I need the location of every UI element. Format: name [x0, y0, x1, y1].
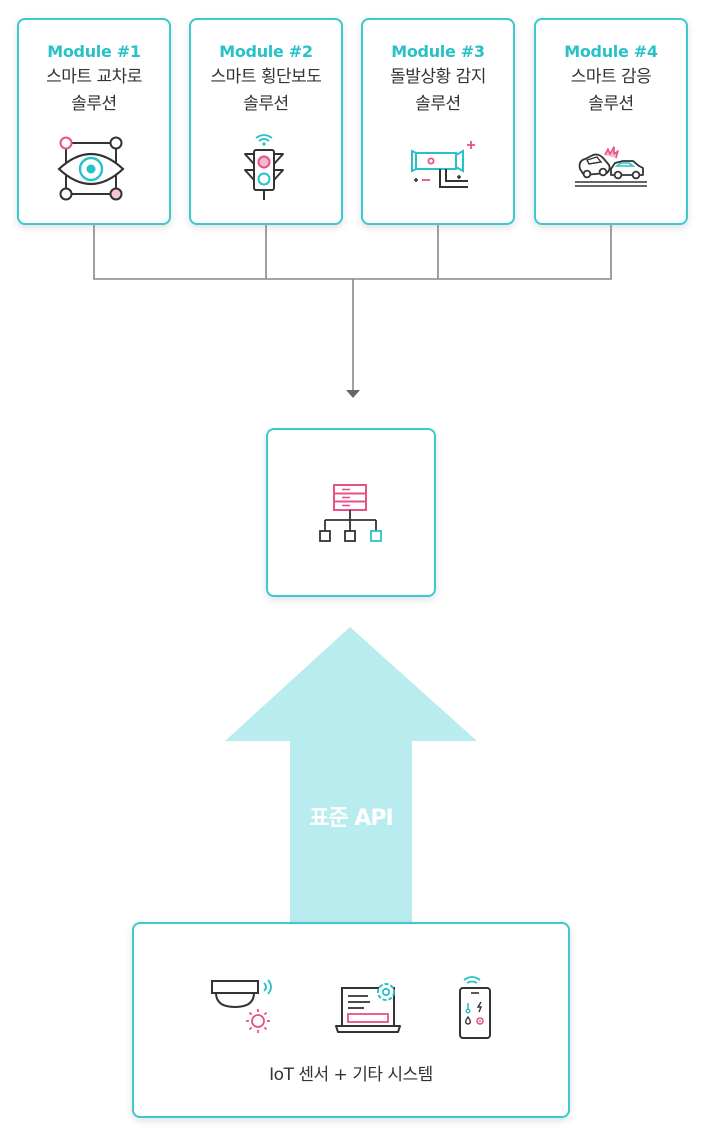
module-name: 스마트 횡단보도	[210, 67, 322, 87]
iot-systems-box: IoT 센서 + 기타 시스템	[132, 922, 570, 1118]
module-card-1: Module #1 스마트 교차로 솔루션	[17, 18, 171, 225]
module-title: Module #2	[219, 42, 313, 61]
traffic-light-icon	[191, 133, 341, 203]
module-title: Module #3	[391, 42, 485, 61]
module-name-suffix: 솔루션	[71, 94, 117, 114]
cctv-camera-icon	[363, 133, 513, 203]
module-name: 돌발상황 감지	[390, 67, 486, 87]
module-name-suffix: 솔루션	[415, 94, 461, 114]
car-crash-icon	[536, 133, 686, 203]
api-label: 표준 API	[309, 806, 393, 831]
smartphone-sensor-icon	[446, 970, 496, 1046]
module-name-suffix: 솔루션	[588, 94, 634, 114]
laptop-settings-icon	[334, 976, 406, 1042]
module-name: 스마트 교차로	[46, 67, 142, 87]
connector-lines	[93, 225, 612, 398]
integration-hub	[266, 428, 436, 597]
iot-label: IoT 센서 + 기타 시스템	[269, 1065, 433, 1085]
arrow-head-icon	[346, 390, 360, 398]
server-network-icon	[319, 484, 382, 542]
module-title: Module #4	[564, 42, 658, 61]
up-arrow-shape	[225, 627, 477, 923]
module-title: Module #1	[47, 42, 141, 61]
module-name-suffix: 솔루션	[243, 94, 289, 114]
module-card-2: Module #2 스마트 횡단보도 솔루션	[189, 18, 343, 225]
module-name: 스마트 감응	[570, 67, 652, 87]
ceiling-sensor-icon	[210, 976, 282, 1042]
eye-tracking-icon	[19, 133, 169, 203]
module-card-3: Module #3 돌발상황 감지 솔루션	[361, 18, 515, 225]
module-card-4: Module #4 스마트 감응 솔루션	[534, 18, 688, 225]
